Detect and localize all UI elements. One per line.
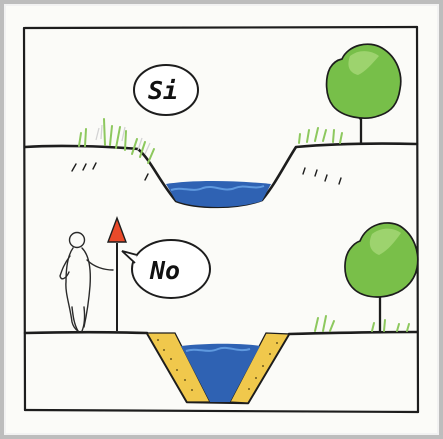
good-label-bubble: Si	[134, 65, 198, 115]
bad-label-bubble: No	[122, 240, 210, 298]
good-label-text: Si	[148, 76, 178, 105]
person-right-arm	[87, 260, 113, 270]
good-right-bank-grass	[299, 128, 342, 143]
good-channel-example: Si	[25, 44, 417, 207]
bad-bubble-pointer	[122, 251, 137, 263]
bad-label-text: No	[149, 256, 180, 285]
tree-icon	[327, 44, 401, 145]
person-icon	[60, 233, 113, 332]
bad-channel-example: No	[25, 218, 418, 403]
marker-flag	[108, 218, 126, 242]
marker-pole-icon	[108, 218, 126, 331]
good-left-bank-grass	[79, 119, 154, 163]
tree-icon	[345, 223, 418, 332]
good-bank-soil-marks	[72, 163, 341, 184]
bad-right-bank-grass	[315, 316, 409, 331]
person-head	[70, 233, 85, 248]
person-back	[82, 248, 90, 327]
